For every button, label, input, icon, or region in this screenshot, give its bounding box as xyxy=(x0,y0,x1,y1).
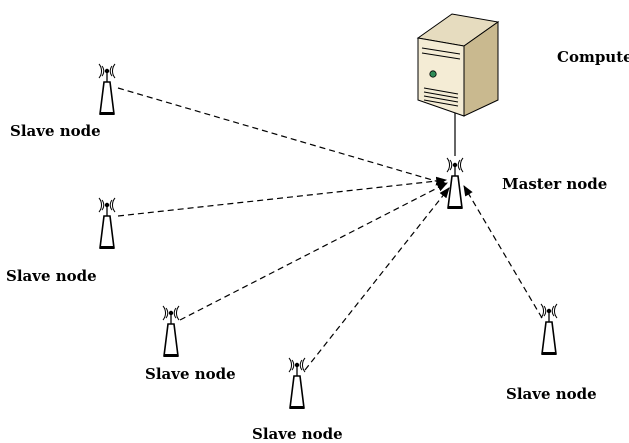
slave-node-2-label: Slave node xyxy=(6,267,97,285)
link-slave-5 xyxy=(463,185,543,319)
slave-node-4-label: Slave node xyxy=(252,425,343,443)
link-slave-3 xyxy=(179,182,448,321)
link-slave-1 xyxy=(117,87,448,186)
slave-node-2-icon xyxy=(98,197,116,250)
master-node-label: Master node xyxy=(502,175,608,193)
slave-node-3-label: Slave node xyxy=(145,365,236,383)
computer-label: Computer xyxy=(557,48,629,66)
slave-node-5-label: Slave node xyxy=(506,385,597,403)
link-slave-2 xyxy=(117,176,448,217)
slave-node-4-icon xyxy=(288,357,306,410)
link-slave-4 xyxy=(304,187,450,371)
links xyxy=(117,87,543,371)
slave-node-1-label: Slave node xyxy=(10,122,101,140)
computer-tower-icon xyxy=(416,13,500,117)
slave-node-3-icon xyxy=(162,305,180,358)
slave-node-1-icon xyxy=(98,63,116,116)
master-node-icon xyxy=(446,157,464,210)
slave-node-5-icon xyxy=(540,303,558,356)
